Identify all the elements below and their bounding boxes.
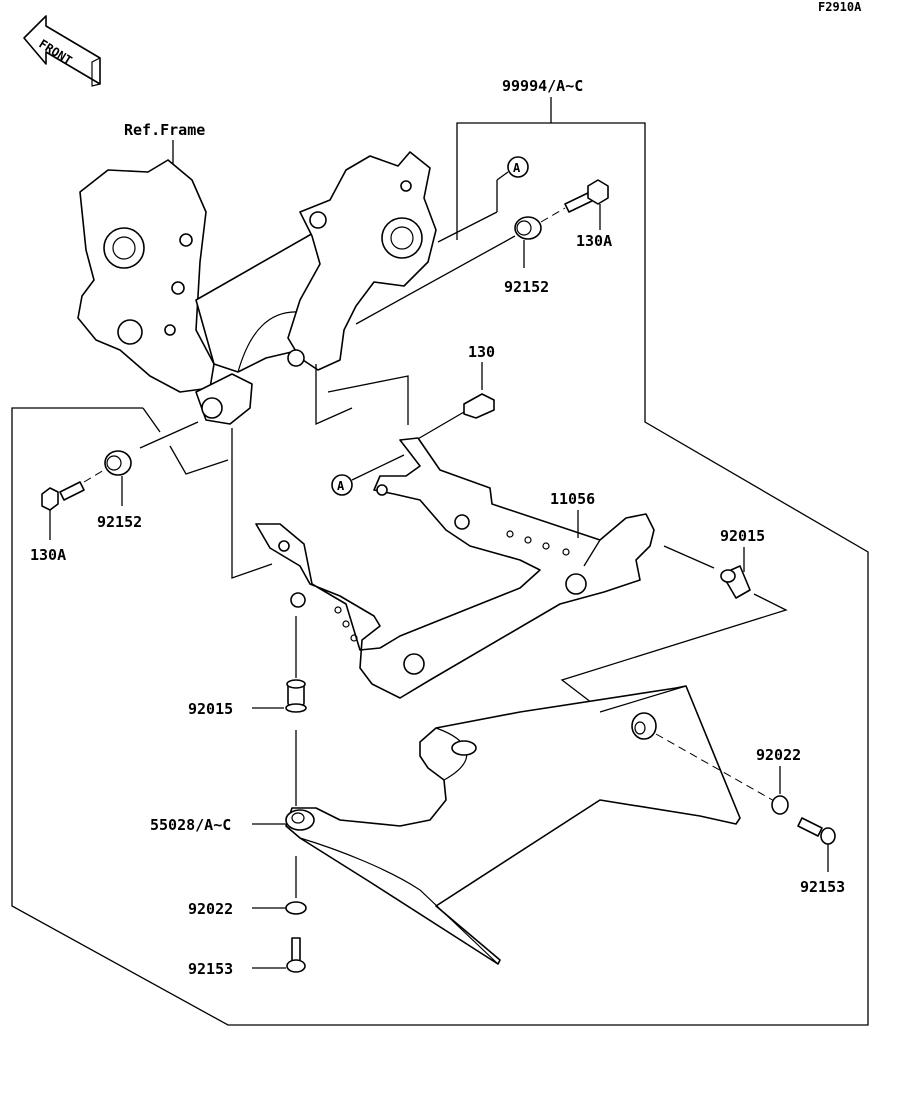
figure-code: F2910A: [818, 0, 862, 14]
screw-92153-label-left: 92153: [188, 960, 233, 978]
collar-92152-label-left: 92152: [97, 513, 142, 531]
assembly-outline: [11, 97, 869, 1026]
bracket-11056-label: 11056: [550, 490, 595, 508]
washer-92022-label-left: 92022: [188, 900, 233, 918]
bolt-130a-left: [41, 469, 105, 540]
bolt-130-label: 130: [468, 343, 495, 361]
grommet-92015-label-right: 92015: [720, 527, 765, 545]
frame-head-pipe: [77, 151, 437, 425]
bolt-130a-right: [540, 179, 609, 230]
grommet-92015-label-left: 92015: [188, 700, 233, 718]
screw-92153-label-right: 92153: [800, 878, 845, 896]
left-mount-lines: [139, 407, 229, 475]
collar-92152-label-right: 92152: [504, 278, 549, 296]
ref-frame-label: Ref.Frame: [124, 121, 205, 139]
kit-label: 99994/A~C: [502, 77, 583, 95]
ref-a-circle-top: [507, 156, 529, 178]
washer-92022-right: [771, 795, 789, 815]
cowl-55028: [285, 685, 777, 965]
grommet-92015-right: [560, 545, 788, 707]
bracket-mount-line: [231, 428, 273, 579]
washer-92022-label-right: 92022: [756, 746, 801, 764]
bolt-130a-label-right: 130A: [576, 232, 612, 250]
grommet-92015-left: [285, 679, 307, 713]
bolt-130a-label-left: 130A: [30, 546, 66, 564]
collar-92152-right: [514, 216, 542, 268]
screw-92153-right: [797, 817, 836, 872]
front-arrow-icon: FRONT: [23, 15, 101, 87]
ref-a-circle-lower: [331, 474, 353, 496]
washer-92022-left: [285, 901, 307, 915]
ref-a-label-lower: A: [337, 479, 345, 493]
cowl-55028-label: 55028/A~C: [150, 816, 231, 834]
ref-a-label-top: A: [513, 161, 521, 175]
bracket-11056: [255, 437, 655, 699]
right-mount-lines: [315, 171, 516, 426]
bolt-130: [415, 362, 495, 441]
screw-92153-left: [286, 937, 306, 973]
collar-92152-left: [104, 450, 132, 506]
